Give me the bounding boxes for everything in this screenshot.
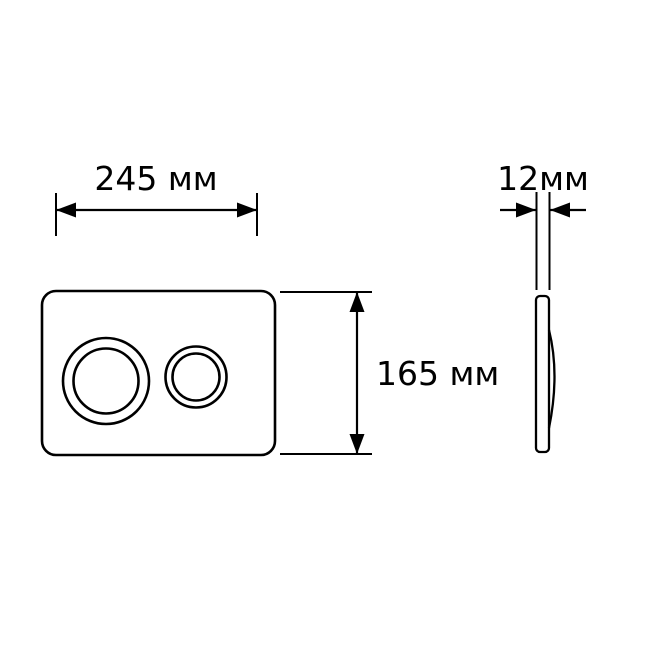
large-button-inner-ring [72,347,140,415]
width-arrow-right-icon [237,202,257,218]
thickness-dimension-label: 12мм [497,159,589,198]
side-profile-bulge-curve [547,329,556,429]
thickness-arrow-right-icon [550,202,570,218]
width-dimension-label: 245 мм [94,159,217,198]
width-dimension: 245 мм [55,159,258,236]
thickness-arrow-left-icon [516,202,536,218]
flush-plate-front-outline [40,289,277,457]
height-dimension-label: 165 мм [376,354,499,393]
width-arrow-left-icon [56,202,76,218]
height-arrow-top-icon [349,292,365,312]
height-arrow-bottom-icon [349,434,365,454]
small-button-inner-ring [171,352,221,402]
side-view [534,294,556,454]
thickness-dimension: 12мм [497,159,589,290]
large-button-outer-ring [61,336,151,426]
height-dimension: 165 мм [280,291,499,455]
flush-plate-side-profile [534,294,551,454]
small-button-outer-ring [164,345,228,409]
front-view [40,289,277,457]
